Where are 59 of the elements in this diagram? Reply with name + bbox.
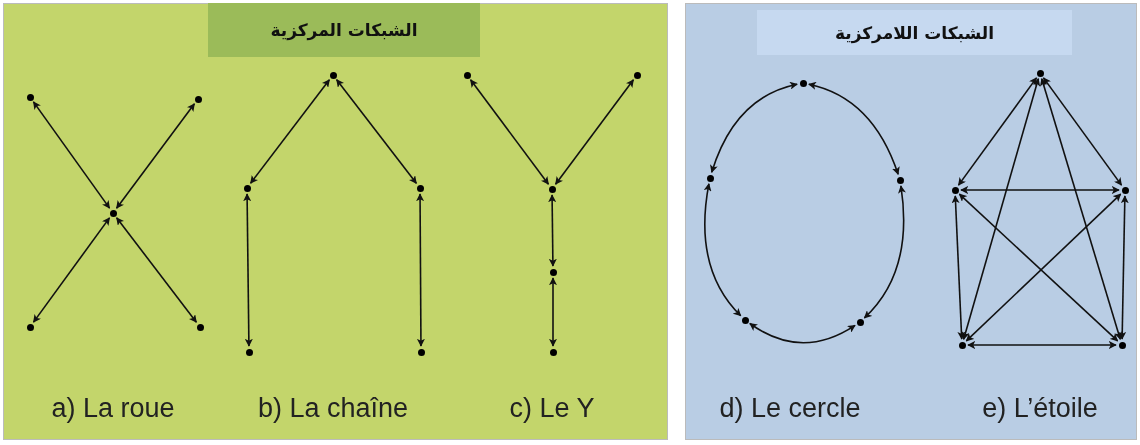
arrow bbox=[1040, 77, 1122, 341]
dot bbox=[196, 323, 204, 331]
panel bbox=[685, 3, 1137, 440]
dot bbox=[417, 348, 425, 356]
arrow bbox=[115, 103, 196, 209]
arrow bbox=[548, 194, 557, 267]
arrow bbox=[416, 193, 425, 347]
arrow bbox=[469, 79, 550, 185]
dot bbox=[856, 318, 864, 326]
dot bbox=[1036, 69, 1044, 77]
arrow bbox=[808, 82, 900, 176]
arrow bbox=[32, 101, 111, 209]
arrow bbox=[961, 77, 1041, 341]
arrow bbox=[710, 82, 798, 174]
panel bbox=[3, 3, 668, 440]
dot bbox=[1118, 341, 1126, 349]
dot bbox=[951, 186, 959, 194]
caption: a) La roue bbox=[51, 392, 175, 424]
dot bbox=[896, 176, 904, 184]
dot bbox=[549, 268, 557, 276]
dot bbox=[549, 348, 557, 356]
dot bbox=[245, 348, 253, 356]
arrow bbox=[115, 216, 198, 324]
dot bbox=[706, 174, 714, 182]
arrow bbox=[960, 186, 1120, 194]
arrow bbox=[1042, 77, 1123, 186]
arrow bbox=[335, 78, 418, 185]
title-bar: الشبكات اللامركزية bbox=[757, 10, 1072, 55]
arrow bbox=[32, 217, 111, 323]
dot bbox=[1121, 186, 1129, 194]
dot bbox=[416, 184, 424, 192]
arrow bbox=[749, 322, 856, 344]
arrow bbox=[554, 79, 635, 185]
dot bbox=[958, 341, 966, 349]
caption: b) La chaîne bbox=[257, 392, 409, 424]
caption: e) L’étoile bbox=[982, 392, 1098, 424]
dot bbox=[26, 93, 34, 101]
dot bbox=[194, 95, 202, 103]
arrow bbox=[951, 195, 966, 340]
dot bbox=[243, 184, 251, 192]
title-bar: الشبكات المركزية bbox=[208, 3, 480, 57]
dot bbox=[463, 71, 471, 79]
dot bbox=[548, 185, 556, 193]
dot bbox=[799, 79, 807, 87]
arrow bbox=[703, 183, 742, 317]
dot bbox=[741, 316, 749, 324]
dot bbox=[26, 323, 34, 331]
arrow bbox=[863, 185, 906, 319]
arrow bbox=[243, 193, 253, 347]
arrow bbox=[249, 78, 331, 185]
arrow bbox=[957, 77, 1038, 186]
arrow bbox=[1118, 195, 1129, 340]
dot bbox=[109, 209, 117, 217]
caption: c) Le Y bbox=[509, 392, 595, 424]
arrow bbox=[967, 341, 1117, 349]
caption: d) Le cercle bbox=[719, 392, 861, 424]
dot bbox=[633, 71, 641, 79]
dot bbox=[329, 71, 337, 79]
arrow bbox=[549, 277, 557, 347]
